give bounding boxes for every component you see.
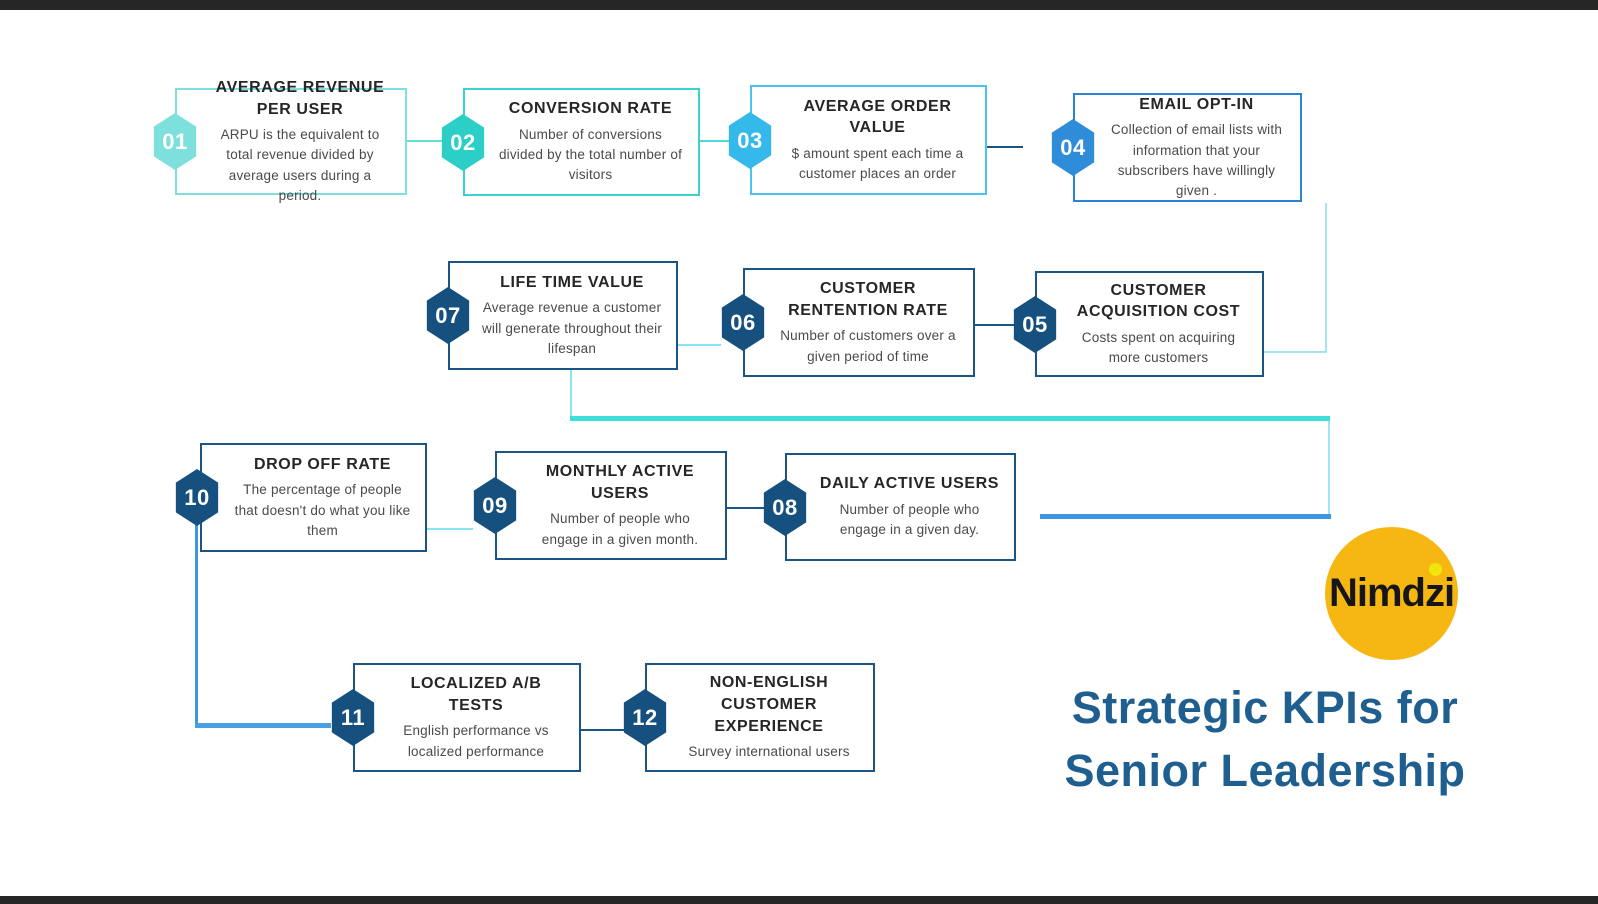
kpi-box-customer-acquisition-cost: CUSTOMER ACQUISITION COST Costs spent on… (1035, 271, 1264, 377)
kpi-box-monthly-active-users: MONTHLY ACTIVE USERS Number of people wh… (495, 451, 727, 560)
kpi-box-life-time-value: LIFE TIME VALUE Average revenue a custom… (448, 261, 678, 370)
kpi-number: 04 (1060, 134, 1086, 160)
connector-to-08-blue (1040, 514, 1331, 519)
kpi-title: LIFE TIME VALUE (500, 273, 644, 291)
kpi-box-email-opt-in: EMAIL OPT-IN Collection of email lists w… (1073, 93, 1302, 202)
kpi-badge-08: 08 (763, 479, 807, 536)
connector-10-11 (195, 723, 331, 728)
kpi-title: AVERAGE REVENUE PER USER (215, 78, 385, 118)
connector-07-down (570, 369, 572, 418)
kpi-title: CUSTOMER ACQUISITION COST (1076, 281, 1241, 321)
kpi-box-average-revenue-per-user: AVERAGE REVENUE PER USER ARPU is the equ… (175, 79, 407, 203)
kpi-badge-06: 06 (721, 294, 765, 351)
kpi-description: Number of customers over a given period … (780, 328, 956, 364)
connector-11-12 (580, 729, 632, 731)
kpi-title: MONTHLY ACTIVE USERS (545, 463, 695, 502)
kpi-number: 10 (184, 484, 210, 510)
kpi-title: CUSTOMER RENTENTION RATE (788, 280, 948, 319)
kpi-description: Costs spent on acquiring more customers (1081, 329, 1236, 366)
connector-02-03 (699, 140, 731, 142)
connector-04-05-vertical (1325, 203, 1327, 351)
kpi-description: Number of conversions divided by the tot… (498, 126, 683, 183)
kpi-badge-10: 10 (175, 469, 219, 526)
kpi-badge-04: 04 (1051, 119, 1095, 176)
kpi-description: The percentage of people that doesn't do… (234, 482, 411, 538)
kpi-box-conversion-rate: CONVERSION RATE Number of conversions di… (463, 88, 700, 196)
kpi-badge-07: 07 (426, 287, 470, 344)
kpi-description: Collection of email lists with informati… (1110, 122, 1283, 199)
connector-03-04 (986, 146, 1023, 148)
kpi-badge-05: 05 (1013, 296, 1057, 353)
page-title-line2: Senior Leadership (1064, 745, 1466, 796)
kpi-badge-09: 09 (473, 477, 517, 534)
kpi-badge-03: 03 (728, 112, 772, 169)
kpi-number: 03 (737, 127, 763, 153)
kpi-title: DAILY ACTIVE USERS (819, 475, 1000, 493)
connector-04-05-horizontal (1263, 351, 1327, 353)
kpi-title: EMAIL OPT-IN (1139, 95, 1254, 113)
kpi-number: 08 (772, 494, 798, 520)
connector-08-09 (726, 507, 764, 509)
kpi-badge-02: 02 (441, 114, 485, 171)
connector-06-07 (677, 344, 721, 346)
bottom-edge-bar (0, 896, 1598, 904)
nimdzi-logo-yellow-dot-icon (1429, 563, 1442, 576)
kpi-number: 02 (450, 129, 476, 155)
kpi-badge-11: 11 (331, 689, 375, 746)
kpi-title: NON-ENGLISH CUSTOMER EXPERIENCE (709, 674, 829, 735)
connector-05-06 (974, 324, 1014, 326)
page-title: Strategic KPIs for Senior Leadership (1015, 676, 1515, 802)
page-title-line1: Strategic KPIs for (1071, 682, 1459, 733)
kpi-box-average-order-value: AVERAGE ORDER VALUE $ amount spent each … (750, 85, 987, 195)
kpi-description: Number of people who engage in a given m… (541, 511, 699, 547)
kpi-description: Number of people who engage in a given d… (839, 502, 980, 538)
kpi-number: 01 (162, 128, 188, 154)
kpi-box-non-english-customer-experience: NON-ENGLISH CUSTOMER EXPERIENCE Survey i… (645, 663, 875, 772)
kpi-number: 09 (482, 492, 508, 518)
kpi-number: 11 (340, 704, 366, 730)
kpi-number: 07 (435, 302, 461, 328)
kpi-description: Average revenue a customer will generate… (481, 300, 663, 356)
kpi-description: $ amount spent each time a customer plac… (791, 145, 964, 182)
connector-09-10 (426, 528, 473, 530)
nimdzi-logo-text: Nimdzi (1328, 571, 1455, 615)
nimdzi-logo: Nimdzi (1325, 527, 1458, 660)
kpi-box-drop-off-rate: DROP OFF RATE The percentage of people t… (200, 443, 427, 552)
kpi-number: 12 (632, 704, 658, 730)
kpi-description: ARPU is the equivalent to total revenue … (220, 127, 380, 203)
kpi-box-daily-active-users: DAILY ACTIVE USERS Number of people who … (785, 453, 1016, 561)
kpi-description: Survey international users (688, 744, 850, 760)
kpi-badge-01: 01 (153, 113, 197, 170)
connector-10-down (195, 522, 198, 726)
kpi-title: CONVERSION RATE (508, 100, 673, 118)
top-edge-bar (0, 0, 1598, 10)
connector-01-02 (407, 140, 442, 142)
kpi-title: DROP OFF RATE (254, 455, 391, 473)
kpi-box-localized-ab-tests: LOCALIZED A/B TESTS English performance … (353, 663, 581, 772)
kpi-number: 06 (730, 309, 756, 335)
kpi-title: LOCALIZED A/B TESTS (410, 675, 542, 714)
kpi-description: English performance vs localized perform… (403, 723, 549, 759)
kpi-badge-12: 12 (623, 689, 667, 746)
connector-right-vertical (1328, 421, 1330, 515)
kpi-number: 05 (1022, 311, 1048, 337)
connector-07-across-teal (570, 416, 1330, 421)
kpi-title: AVERAGE ORDER VALUE (803, 97, 952, 137)
kpi-box-customer-retention-rate: CUSTOMER RENTENTION RATE Number of custo… (743, 268, 975, 377)
